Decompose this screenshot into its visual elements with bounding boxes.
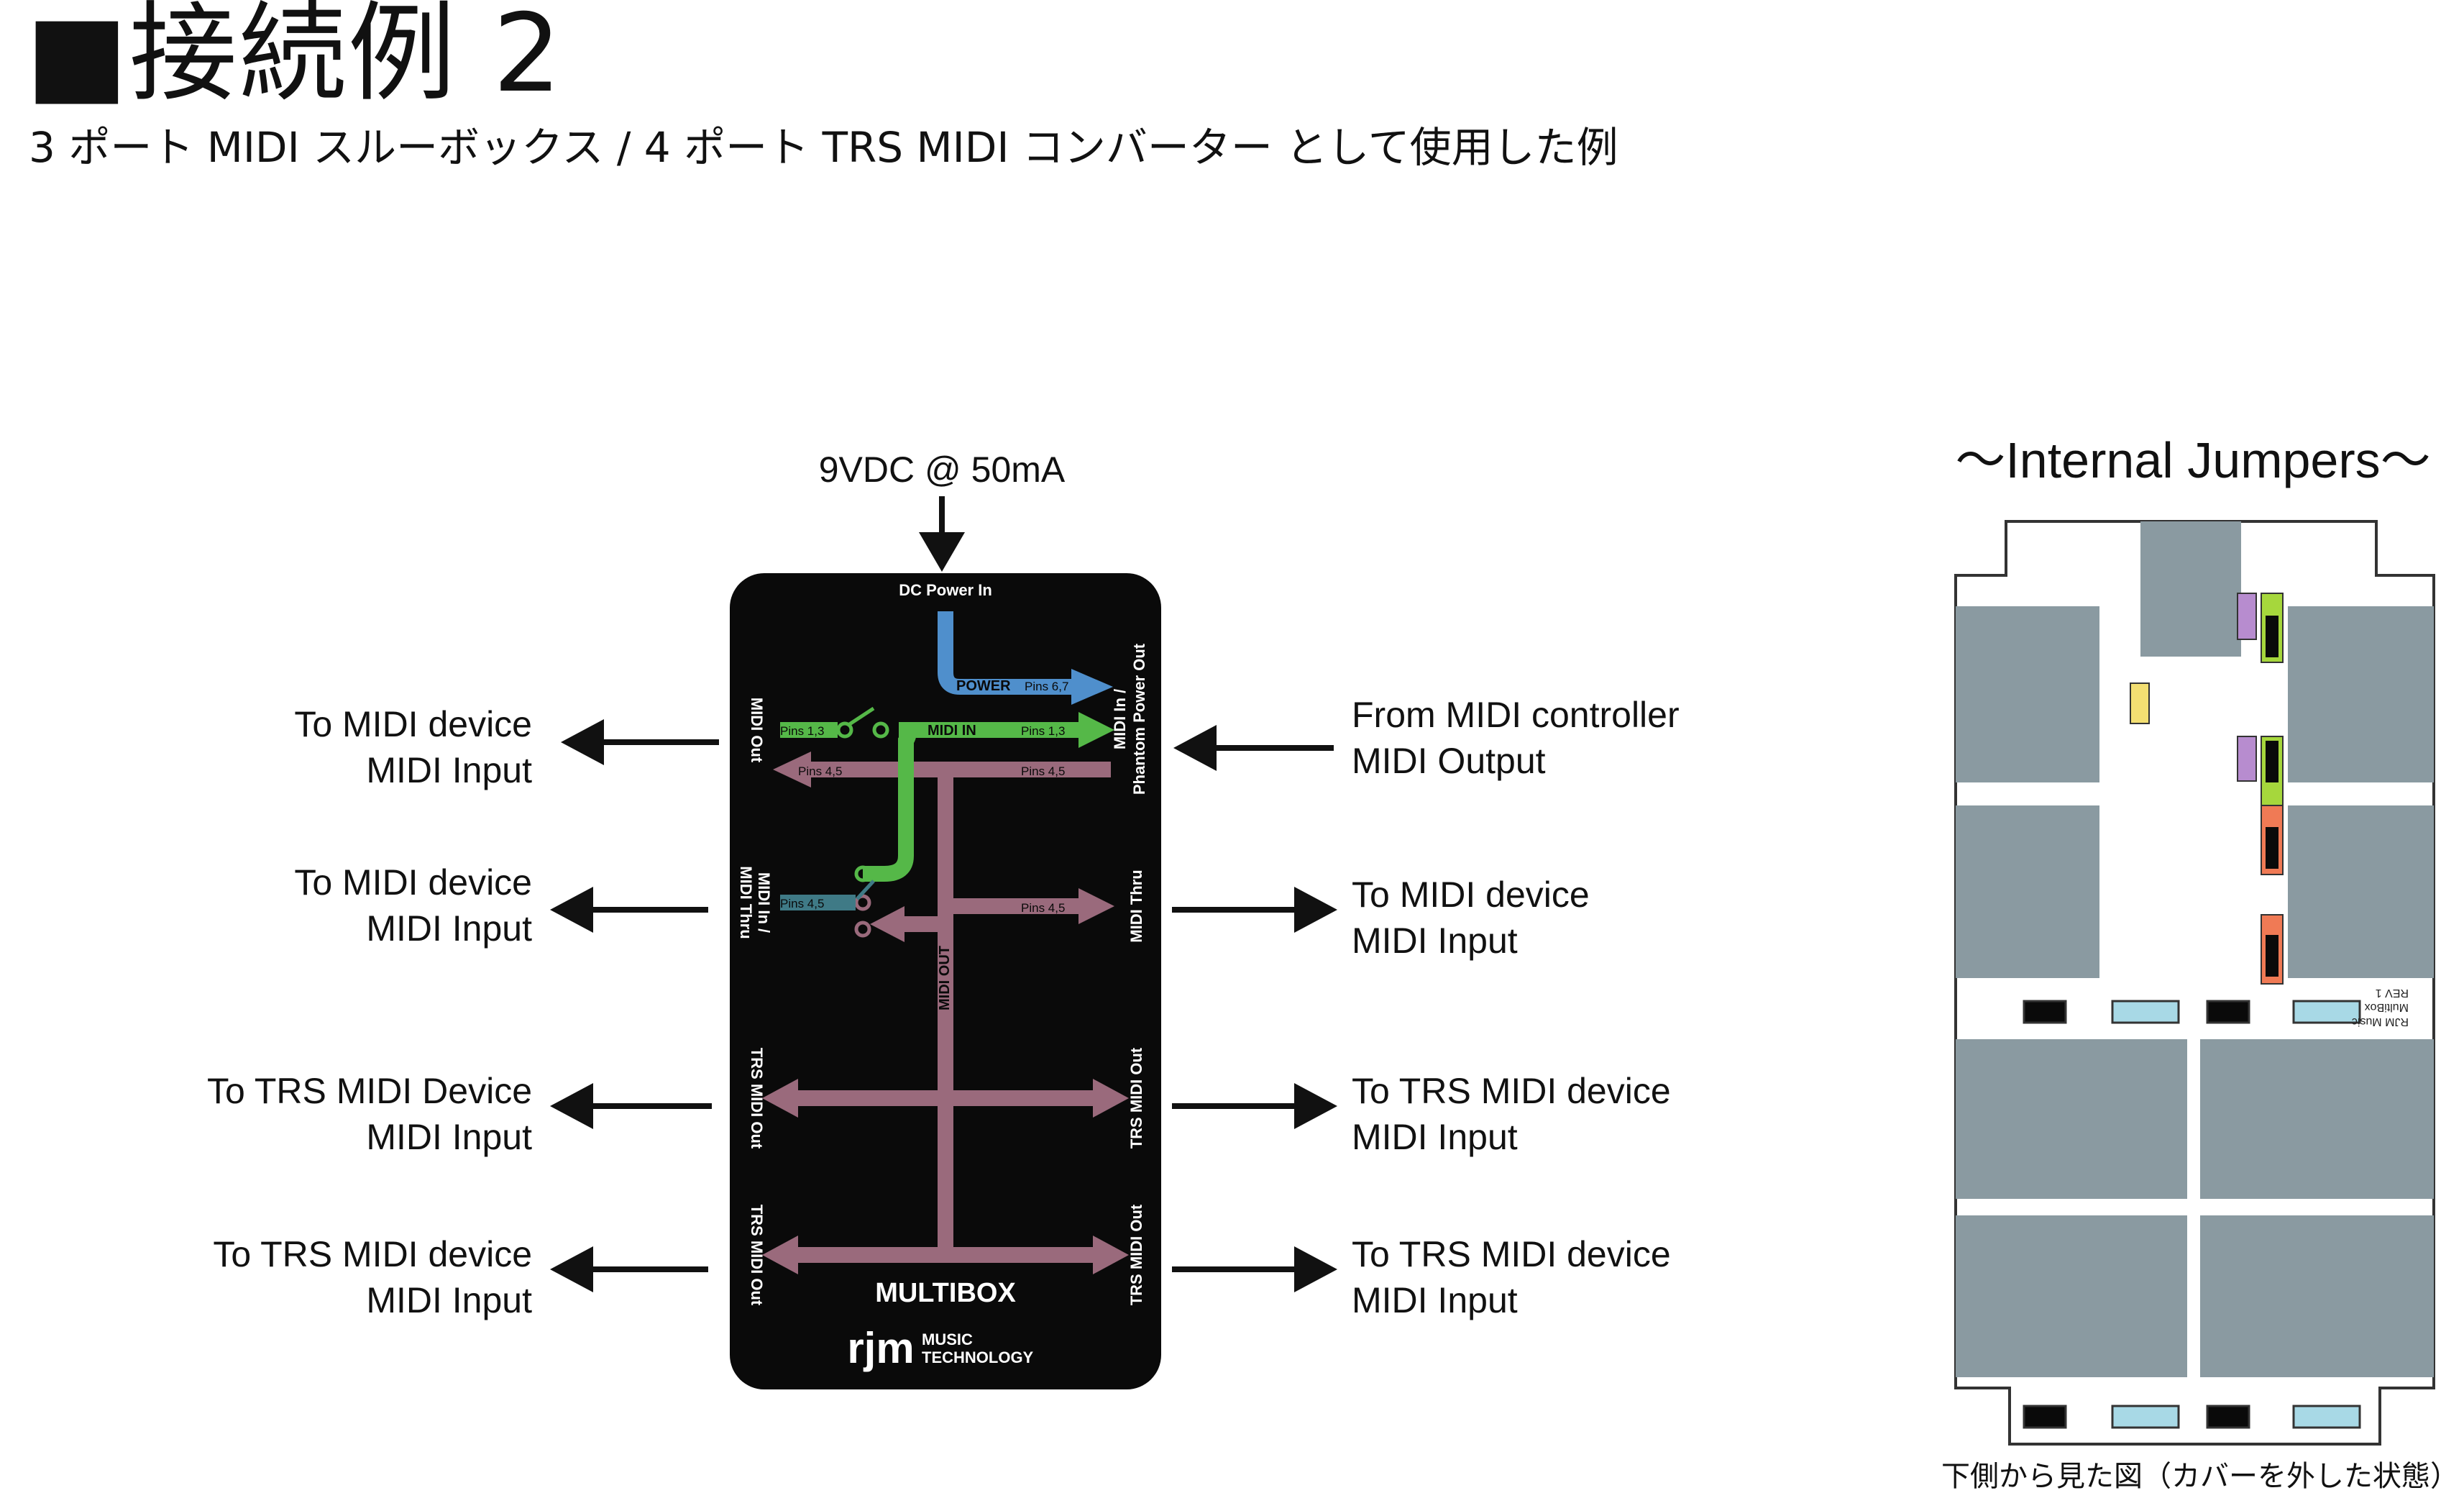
pins-45-mid-left: Pins 4,5 bbox=[780, 897, 824, 910]
left-label-4: To TRS MIDI device MIDI Input bbox=[29, 1231, 532, 1323]
port-midi-in-power-line1: MIDI In / bbox=[1111, 689, 1129, 749]
connector-blue bbox=[2292, 1405, 2361, 1429]
port-trs-out-right-2: TRS MIDI Out bbox=[1127, 1204, 1145, 1305]
connector-black bbox=[2023, 1000, 2067, 1024]
jumper-cap bbox=[2266, 741, 2278, 782]
jumper-cap bbox=[2266, 616, 2278, 657]
jumper-purple-1 bbox=[2237, 593, 2257, 640]
left-label-1: To MIDI device MIDI Input bbox=[29, 701, 532, 793]
board-pad bbox=[2288, 805, 2434, 978]
internal-jumpers-caption: 下側から見た図（カバーを外した状態） bbox=[1941, 1460, 2459, 1493]
maker-line2: TECHNOLOGY bbox=[922, 1348, 1034, 1366]
left-label-1-line1: To MIDI device bbox=[294, 704, 532, 744]
jumper-yellow bbox=[2130, 682, 2150, 724]
board-pad bbox=[2140, 521, 2241, 657]
right-label-3-line1: To TRS MIDI device bbox=[1352, 1071, 1671, 1111]
board-text-1: RJM Music bbox=[2352, 1015, 2409, 1028]
left-label-3: To TRS MIDI Device MIDI Input bbox=[29, 1068, 532, 1160]
port-midi-thru-label: MIDI Thru bbox=[1127, 869, 1145, 942]
dc-power-in-label: DC Power In bbox=[899, 581, 992, 599]
left-label-2-line1: To MIDI device bbox=[294, 862, 532, 903]
switch-bottom bbox=[854, 865, 875, 938]
connector-black bbox=[2206, 1000, 2250, 1024]
left-label-2: To MIDI device MIDI Input bbox=[29, 859, 532, 951]
board-pad bbox=[2288, 606, 2434, 782]
board-pad bbox=[1956, 1215, 2187, 1377]
midi-in-path-label: MIDI IN bbox=[928, 723, 976, 739]
right-arrows bbox=[1172, 745, 1334, 1272]
board-pad bbox=[2200, 1215, 2434, 1377]
page-subtitle: 3 ポート MIDI スルーボックス / 4 ポート TRS MIDI コンバー… bbox=[29, 123, 1618, 172]
switch-top bbox=[836, 706, 889, 739]
brand-label: MULTIBOX bbox=[875, 1278, 1016, 1308]
right-label-3-line2: MIDI Input bbox=[1352, 1117, 1518, 1157]
left-arrowheads bbox=[550, 719, 604, 1292]
pins-67-label: Pins 6,7 bbox=[1025, 680, 1068, 693]
port-midi-out-label: MIDI Out bbox=[748, 698, 766, 763]
right-label-1: From MIDI controller MIDI Output bbox=[1352, 692, 1680, 784]
pins-45-top-right: Pins 4,5 bbox=[1021, 764, 1065, 778]
board-pad bbox=[1956, 606, 2099, 782]
right-label-3: To TRS MIDI device MIDI Input bbox=[1352, 1068, 1671, 1160]
power-input-arrow bbox=[919, 496, 965, 572]
port-trs-out-left-1: TRS MIDI Out bbox=[748, 1048, 766, 1149]
right-label-2-line2: MIDI Input bbox=[1352, 921, 1518, 961]
right-label-4-line2: MIDI Input bbox=[1352, 1280, 1518, 1320]
maker-line1: MUSIC bbox=[922, 1330, 973, 1348]
power-path bbox=[938, 611, 1113, 705]
right-label-4-line1: To TRS MIDI device bbox=[1352, 1234, 1671, 1274]
midi-out-vertical-label: MIDI OUT bbox=[937, 946, 953, 1010]
page-title: ■接続例 2 bbox=[26, 0, 563, 117]
right-label-1-line2: MIDI Output bbox=[1352, 741, 1546, 781]
internal-jumpers-title: 〜Internal Jumpers〜 bbox=[1955, 432, 2431, 488]
right-label-1-line1: From MIDI controller bbox=[1352, 695, 1680, 735]
board-pad bbox=[2200, 1039, 2434, 1199]
rjm-logo: rjm bbox=[847, 1324, 914, 1372]
left-label-1-line2: MIDI Input bbox=[366, 750, 532, 790]
pins-13-left: Pins 1,3 bbox=[780, 724, 824, 738]
left-label-3-line1: To TRS MIDI Device bbox=[207, 1071, 532, 1111]
connector-black bbox=[2023, 1405, 2067, 1429]
pins-45-mid-right: Pins 4,5 bbox=[1021, 901, 1065, 915]
right-label-2-line1: To MIDI device bbox=[1352, 875, 1590, 915]
connector-blue bbox=[2111, 1000, 2180, 1024]
left-label-2-line2: MIDI Input bbox=[366, 908, 532, 949]
jumper-purple-2 bbox=[2237, 736, 2257, 782]
midi-out-arrowheads bbox=[762, 752, 1129, 1274]
left-arrows bbox=[582, 739, 719, 1272]
jumper-cap bbox=[2266, 827, 2278, 869]
right-label-2: To MIDI device MIDI Input bbox=[1352, 872, 1590, 964]
connector-blue bbox=[2111, 1405, 2180, 1429]
board-text-3: REV 1 bbox=[2376, 987, 2409, 999]
midi-in-path bbox=[780, 712, 1114, 882]
connector-blue bbox=[2292, 1000, 2361, 1024]
left-label-4-line1: To TRS MIDI device bbox=[213, 1234, 532, 1274]
board-text-2: MultiBox bbox=[2365, 1001, 2409, 1013]
right-arrowheads bbox=[1173, 725, 1337, 1292]
connector-black bbox=[2206, 1405, 2250, 1429]
pins-13-right: Pins 1,3 bbox=[1021, 724, 1065, 738]
left-label-4-line2: MIDI Input bbox=[366, 1280, 532, 1320]
port-trs-out-left-2: TRS MIDI Out bbox=[748, 1205, 766, 1306]
port-midi-in-power-line2: Phantom Power Out bbox=[1130, 643, 1148, 795]
jumper-cap bbox=[2266, 935, 2278, 977]
left-label-3-line2: MIDI Input bbox=[366, 1117, 532, 1157]
power-label: 9VDC @ 50mA bbox=[819, 449, 1066, 490]
jumper-board: RJM Music MultiBox REV 1 bbox=[1954, 520, 2435, 1446]
port-trs-out-right-1: TRS MIDI Out bbox=[1127, 1047, 1145, 1149]
pins-45-top-left: Pins 4,5 bbox=[798, 764, 842, 778]
board-pad bbox=[1956, 805, 2099, 978]
midi-out-paths bbox=[777, 762, 1114, 1263]
power-path-label: POWER bbox=[956, 678, 1011, 694]
board-pad bbox=[1956, 1039, 2187, 1199]
right-label-4: To TRS MIDI device MIDI Input bbox=[1352, 1231, 1671, 1323]
port-midi-in-thru-line2: MIDI Thru bbox=[737, 866, 755, 939]
port-midi-in-thru-line1: MIDI In / bbox=[755, 872, 773, 933]
